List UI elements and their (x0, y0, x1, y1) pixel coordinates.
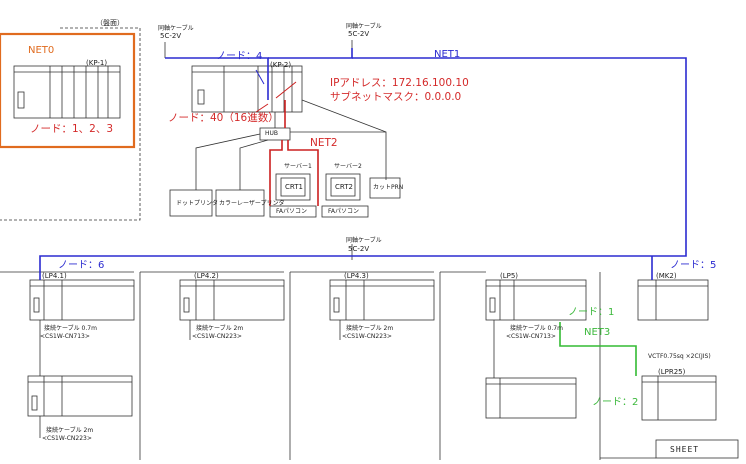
lp41-label: (LP4.1) (42, 272, 67, 280)
vctf-cable-label: VCTF0.75sq ×2C(JIS) (648, 353, 711, 360)
node1-label: ノード：1 (568, 307, 615, 318)
coax-label-2: 同軸ケーブル (346, 23, 382, 30)
net2-label: NET2 (310, 137, 338, 149)
coax-label-1: 同軸ケーブル (158, 25, 194, 32)
coax-spec-1: 5C-2V (160, 32, 182, 40)
node5-label: ノード：5 (670, 260, 717, 271)
node4-arrow (255, 69, 265, 85)
server1-label: サーバー1 (284, 163, 312, 170)
bottom-cable-label: 接続ケーブル 2m (46, 427, 94, 434)
net1-label: NET1 (434, 49, 461, 60)
node2-label: ノード：2 (592, 397, 639, 408)
crt1-label: CRT1 (285, 183, 303, 191)
mk2-label: (MK2) (656, 272, 677, 280)
coax-label-3: 同軸ケーブル (346, 237, 382, 244)
coax-spec-2: 5C-2V (348, 30, 370, 38)
dot-printer (169, 189, 213, 217)
lp5-rack (485, 279, 587, 321)
sheet-box (655, 439, 739, 459)
lp41-cable-label: 接続ケーブル 0.7m (44, 325, 97, 332)
net0-frame (0, 32, 136, 149)
crt2-terminal (321, 173, 369, 218)
lp43-cable-model: <CS1W-CN223> (342, 333, 392, 340)
net3-label: NET3 (584, 327, 611, 338)
net2-line (269, 100, 319, 206)
lp5-cable-model: <CS1W-CN713> (506, 333, 556, 340)
mk2-rack (637, 279, 709, 321)
lp43-cable-label: 接続ケーブル 2m (346, 325, 394, 332)
node40-label: ノード：40（16進数） (168, 112, 279, 124)
sheet-label: SHEET (670, 445, 700, 454)
kp2-label: (KP-2) (270, 61, 292, 69)
server2-label: サーバー2 (334, 163, 362, 170)
cut-printer (369, 177, 401, 199)
color-laser-printer (215, 189, 265, 217)
net0-label: NET0 (28, 45, 55, 56)
lp41-sub-rack (27, 375, 133, 417)
panel-boundary (0, 27, 141, 221)
lp5-sub-rack (485, 377, 577, 419)
fa-pc1-label: FAパソコン (276, 208, 308, 215)
ip-arrow (275, 81, 297, 99)
ip-address-label: IPアドレス：172.16.100.10 (330, 77, 469, 89)
node40-arrow (255, 103, 269, 113)
lp42-cable-label: 接続ケーブル 2m (196, 325, 244, 332)
color-laser-label: カラーレーザープリンタ (219, 200, 285, 207)
bottom-cable-model: <CS1W-CN223> (42, 435, 92, 442)
node4-label: ノード：4 (216, 51, 263, 62)
lp5-cable-label: 接続ケーブル 0.7m (510, 325, 563, 332)
net3-line (559, 322, 637, 376)
lp41-cable-model: <CS1W-CN713> (40, 333, 90, 340)
kp1-rack (13, 65, 121, 119)
net1-line (39, 48, 687, 280)
panel-label: （盤面） (96, 19, 124, 27)
kp2-rack (191, 65, 303, 113)
cut-printer-label: カットPRN (373, 184, 404, 191)
lp43-rack (329, 279, 435, 321)
crt1-terminal (269, 173, 317, 218)
crt2-label: CRT2 (335, 183, 353, 191)
subnet-mask-label: サブネットマスク：0.0.0.0 (330, 91, 462, 103)
lp42-rack (179, 279, 285, 321)
hub-label: HUB (265, 130, 279, 137)
dot-printer-label: ドットプリンタ (176, 200, 219, 207)
lpr25-label: (LPR25) (658, 368, 686, 376)
lp42-cable-model: <CS1W-CN223> (192, 333, 242, 340)
lp41-rack (29, 279, 135, 321)
kp1-label: (KP-1) (86, 59, 108, 67)
lp5-label: (LP5) (500, 272, 519, 280)
coax-spec-3: 5C-2V (348, 245, 370, 253)
lpr25-rack (641, 375, 717, 421)
lp42-label: (LP4.2) (194, 272, 219, 280)
node-net0-label: ノード：1、2、3 (30, 123, 114, 135)
node6-label: ノード：6 (58, 260, 105, 271)
lp43-label: (LP4.3) (344, 272, 369, 280)
fa-pc2-label: FAパソコン (328, 208, 360, 215)
